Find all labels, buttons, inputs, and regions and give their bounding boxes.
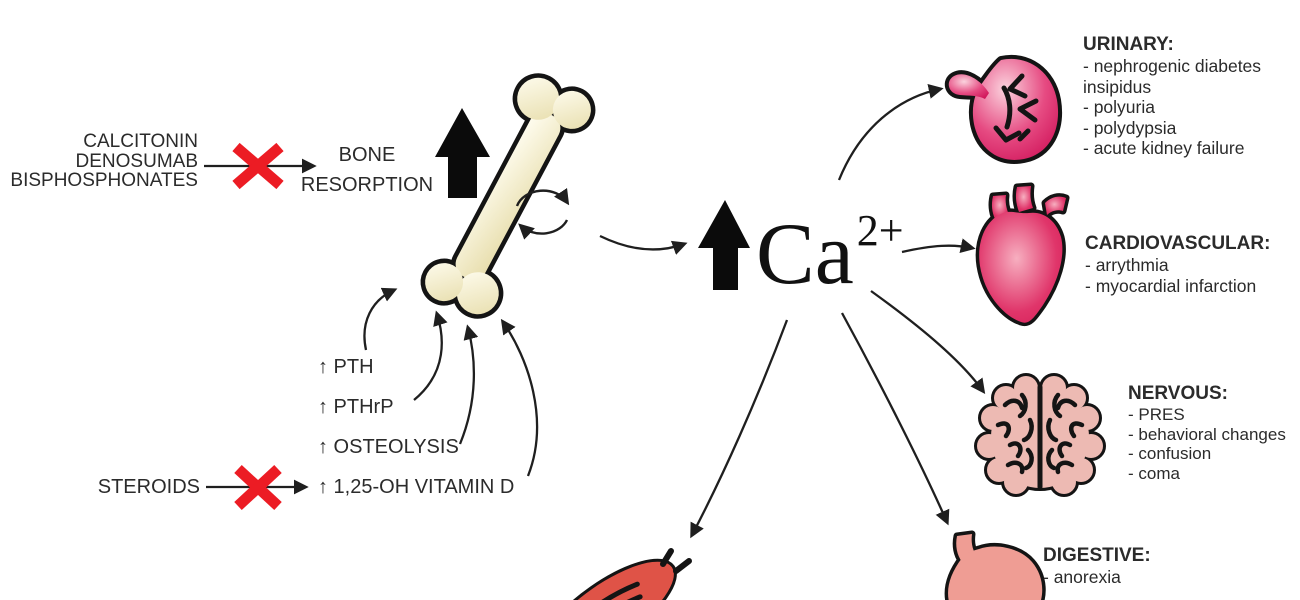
red-x-icon [232,142,284,190]
nervous-section: NERVOUS: - PRES - behavioral changes - c… [1128,383,1300,483]
symptom-item: - acute kidney failure [1083,138,1245,158]
inhibitor-drugs-label: CALCITONIN DENOSUMAB BISPHOSPHONATES [0,132,198,191]
symptom-item: - anorexia [1043,567,1121,587]
connector-arrows [204,84,986,539]
steroids-label: STEROIDS [97,476,200,498]
mediator-osteolysis-label: ↑ OSTEOLYSIS [318,436,459,458]
calcium-label: Ca2+ [756,206,904,314]
symptom-item: - polydypsia [1083,117,1177,138]
kidney-icon [944,54,1062,164]
cardiovascular-section: CARDIOVASCULAR: - arrythmia - myocardial… [1085,233,1300,296]
bone-icon [420,73,596,319]
symptom-item: - confusion [1128,444,1212,463]
urinary-section: URINARY: - nephrogenic diabetes insipidu… [1083,34,1290,159]
arrow-osteolysis-to-bone [458,324,479,445]
bone-resorption-up-arrow-icon [435,108,490,198]
arrow-calcium-to-stomach [840,312,950,526]
inhibitor-line: BISPHOSPHONATES [10,170,198,191]
calcium-up-arrow-icon [698,200,750,290]
symptom-item: - PRES [1128,405,1185,424]
recycle-arrows-icon [515,187,570,240]
calcium-charge: 2+ [856,206,904,255]
calcium-symbol: Ca [756,206,854,303]
red-x-icon [234,464,282,511]
arrow-bone-to-calcium [599,234,688,255]
symptom-item: - behavioral changes [1128,424,1286,444]
heart-icon [975,182,1070,327]
red-x-marks [232,142,284,511]
cardiovascular-title: CARDIOVASCULAR: [1085,233,1271,254]
arrow-pth-to-bone [363,287,398,351]
arrow-calcium-to-kidney [837,84,944,181]
symptom-item: - arrythmia [1085,255,1169,275]
arrow-calcium-to-brain [870,290,986,395]
nervous-title: NERVOUS: [1128,383,1228,404]
arrow-calcium-to-heart [901,238,976,254]
arrow-pthrp-to-bone [413,310,448,401]
bone-resorption-label: BONE RESORPTION [300,144,434,196]
inhibitor-line: DENOSUMAB [75,150,198,172]
symptom-item: - myocardial infarction [1085,275,1257,296]
muscle-icon [539,548,692,600]
urinary-title: URINARY: [1083,34,1174,55]
symptom-item: - nephrogenic diabetes insipidus [1083,56,1262,97]
arrow-calcium-to-muscle [690,319,789,539]
stomach-icon [944,530,1046,600]
symptom-item: - coma [1128,463,1180,483]
digestive-section: DIGESTIVE: - anorexia [1043,545,1253,588]
brain-icon [974,373,1106,497]
mediator-pthrp-label: ↑ PTHrP [318,396,394,418]
arrow-vitamin-d-to-bone [500,318,539,477]
symptom-item: - polyuria [1083,97,1155,117]
mediator-vitamin-d-label: ↑ 1,25-OH VITAMIN D [318,476,515,498]
digestive-title: DIGESTIVE: [1043,545,1151,566]
mediator-pth-label: ↑ PTH [318,356,374,378]
inhibitor-line: CALCITONIN [83,131,198,152]
